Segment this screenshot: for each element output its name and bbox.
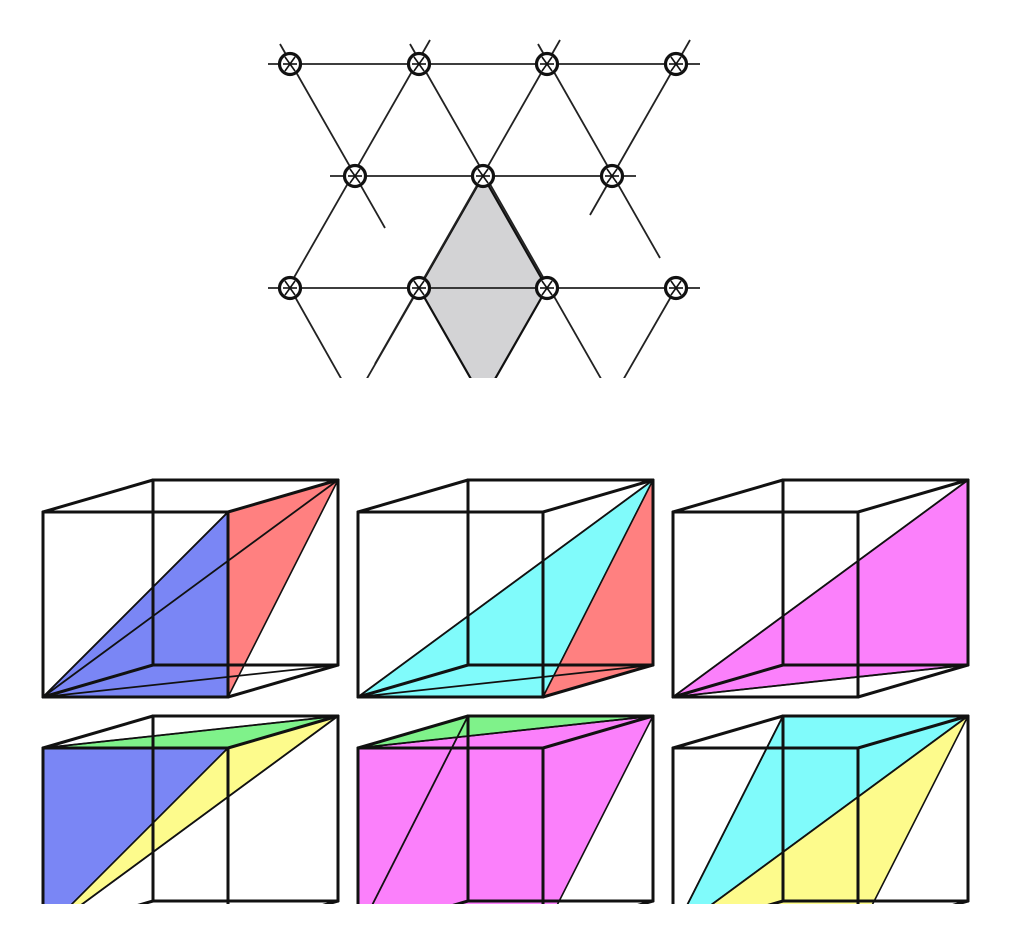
lattice-node <box>534 51 560 77</box>
diagonal-line <box>42 664 339 698</box>
lattice-lines <box>268 39 700 378</box>
diagonal-line <box>686 715 784 904</box>
cube-edge <box>226 478 340 514</box>
cube-edge <box>226 663 340 699</box>
cube-edge <box>671 714 785 750</box>
cube-edge <box>322 899 340 904</box>
diagonal-line <box>80 715 339 904</box>
cube-edge <box>541 478 655 514</box>
diagonal-line <box>42 479 339 698</box>
diagonal-line <box>672 664 969 698</box>
lattice-node <box>663 51 689 77</box>
cube-grid <box>41 478 970 904</box>
diagonal-line <box>710 715 969 904</box>
cube-edge <box>541 714 655 750</box>
cube-edge <box>637 899 655 904</box>
triangular-lattice <box>268 39 700 378</box>
cube-edge <box>356 478 470 514</box>
cube-edge <box>452 899 470 904</box>
cube-panel-r1c1 <box>41 478 340 699</box>
cube-edge <box>41 478 155 514</box>
cube-edge <box>541 663 655 699</box>
lattice-node <box>277 275 303 301</box>
cube-edge <box>767 899 785 904</box>
cube-edge <box>356 714 470 750</box>
cube-edge <box>952 899 970 904</box>
lattice-node <box>342 163 368 189</box>
cube-panel-r2c2 <box>356 714 655 904</box>
lattice-node <box>599 163 625 189</box>
lattice-nodes <box>277 51 689 301</box>
diagonal-line <box>42 715 339 749</box>
diagonal-line <box>357 479 654 698</box>
lattice-node <box>663 275 689 301</box>
diagonal-line <box>357 664 654 698</box>
lattice-node <box>534 275 560 301</box>
lattice-node <box>277 51 303 77</box>
diagonal-line <box>357 715 654 749</box>
cube-edge <box>671 663 785 699</box>
cube-panel-r2c3 <box>671 714 970 904</box>
cube-edge <box>356 663 470 699</box>
cube-panel-r1c2 <box>356 478 655 699</box>
diagonal-line <box>371 715 469 904</box>
cube-edge <box>671 478 785 514</box>
cube-edge <box>41 663 155 699</box>
diagonal-line <box>42 511 229 698</box>
lattice-node <box>470 163 496 189</box>
cube-edge <box>41 714 155 750</box>
cube-edge <box>856 478 970 514</box>
cube-edge <box>137 899 155 904</box>
cube-panel-r1c3 <box>671 478 970 699</box>
cube-edge <box>226 714 340 750</box>
cube-edge <box>856 714 970 750</box>
cube-panel-r2c1 <box>41 714 340 904</box>
cube-edge <box>856 663 970 699</box>
diagonal-line <box>672 479 969 698</box>
lattice-node <box>406 51 432 77</box>
lattice-node <box>406 275 432 301</box>
